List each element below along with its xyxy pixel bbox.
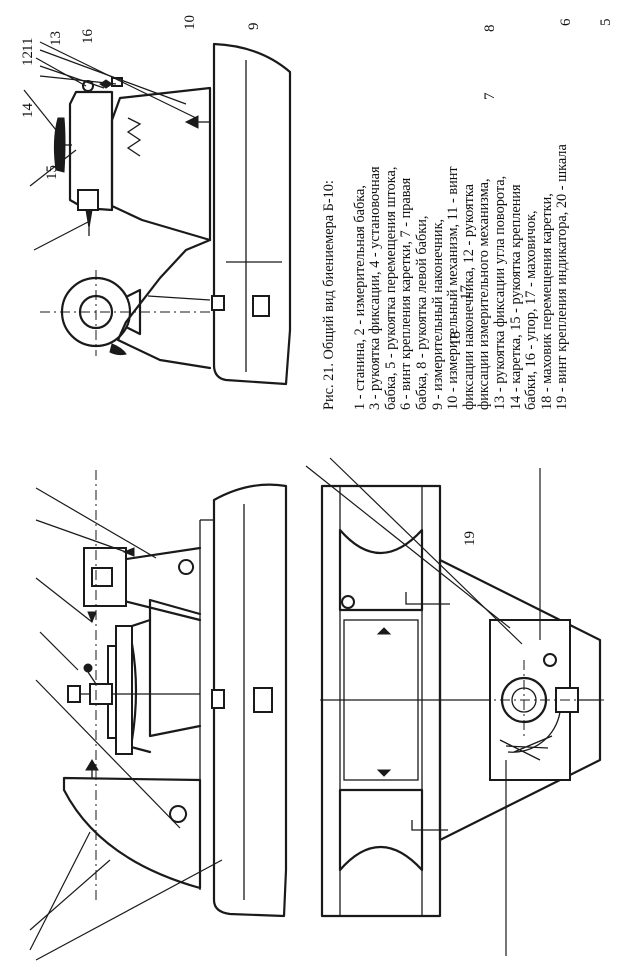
callout-8: 8	[482, 25, 498, 33]
callout-17: 17	[458, 285, 474, 301]
callout-5: 5	[598, 19, 614, 27]
callout-13: 13	[48, 31, 64, 46]
callout-16: 16	[80, 29, 96, 45]
legend-line: 9 - измерительный наконечник,	[429, 218, 446, 410]
plan-view	[320, 484, 604, 918]
legend-line: 18 - маховик перемещения каретки,	[538, 193, 555, 410]
legend-line: фиксации измерительного механизма,	[476, 178, 493, 410]
front-view	[62, 470, 288, 918]
callout-11: 11	[20, 38, 36, 52]
legend-line: 13 - рукоятка фиксации угла поворота,	[491, 175, 508, 410]
legend-line: бабки, 16 - упор, 17 - маховичок,	[523, 210, 540, 410]
callout-10: 10	[182, 15, 198, 30]
callout-14: 14	[20, 103, 36, 119]
legend-line: бабка, 8 - рукоятка левой бабки,	[413, 215, 430, 410]
leader-lines	[23, 41, 541, 961]
callout-9: 9	[246, 23, 262, 31]
legend-line: 6 - винт крепления каретки, 7 - правая	[398, 177, 415, 410]
legend-line: 14 - каретка, 15 - рукоятка крепления	[507, 184, 524, 410]
figure-legend: 1 - станина, 2 - измерительная бабка,3 -…	[351, 100, 571, 410]
callout-19: 19	[462, 531, 478, 546]
side-view	[40, 42, 292, 386]
callout-numbers: 11 12 13 14 15 16 10 9 8 7 6 5 3 4 2 1 1…	[20, 15, 614, 546]
legend-line: бабка, 5 - рукоятка перемещения штока,	[382, 166, 399, 410]
callout-12: 12	[20, 51, 36, 66]
legend-line: 19 - винт крепления индикатора, 20 - шка…	[554, 144, 571, 410]
callout-6: 6	[558, 18, 574, 26]
figure-caption-rotated: Рис. 21. Общий вид биениемера Б-10: 1 - …	[321, 100, 622, 410]
legend-line: 10 - измерительный механизм, 11 - винт	[445, 166, 462, 410]
callout-18: 18	[448, 331, 464, 346]
figure-caption-block: Рис. 21. Общий вид биениемера Б-10: 1 - …	[321, 100, 622, 410]
callout-15: 15	[44, 165, 60, 180]
legend-line: фиксации наконечника, 12 - рукоятка	[460, 184, 477, 410]
callout-7: 7	[482, 92, 498, 100]
legend-line: 1 - станина, 2 - измерительная бабка,	[351, 185, 368, 410]
legend-line: 3 - рукоятка фиксации, 4 - установочная	[367, 166, 384, 410]
figure-caption-title: Рис. 21. Общий вид биениемера Б-10:	[321, 180, 337, 410]
